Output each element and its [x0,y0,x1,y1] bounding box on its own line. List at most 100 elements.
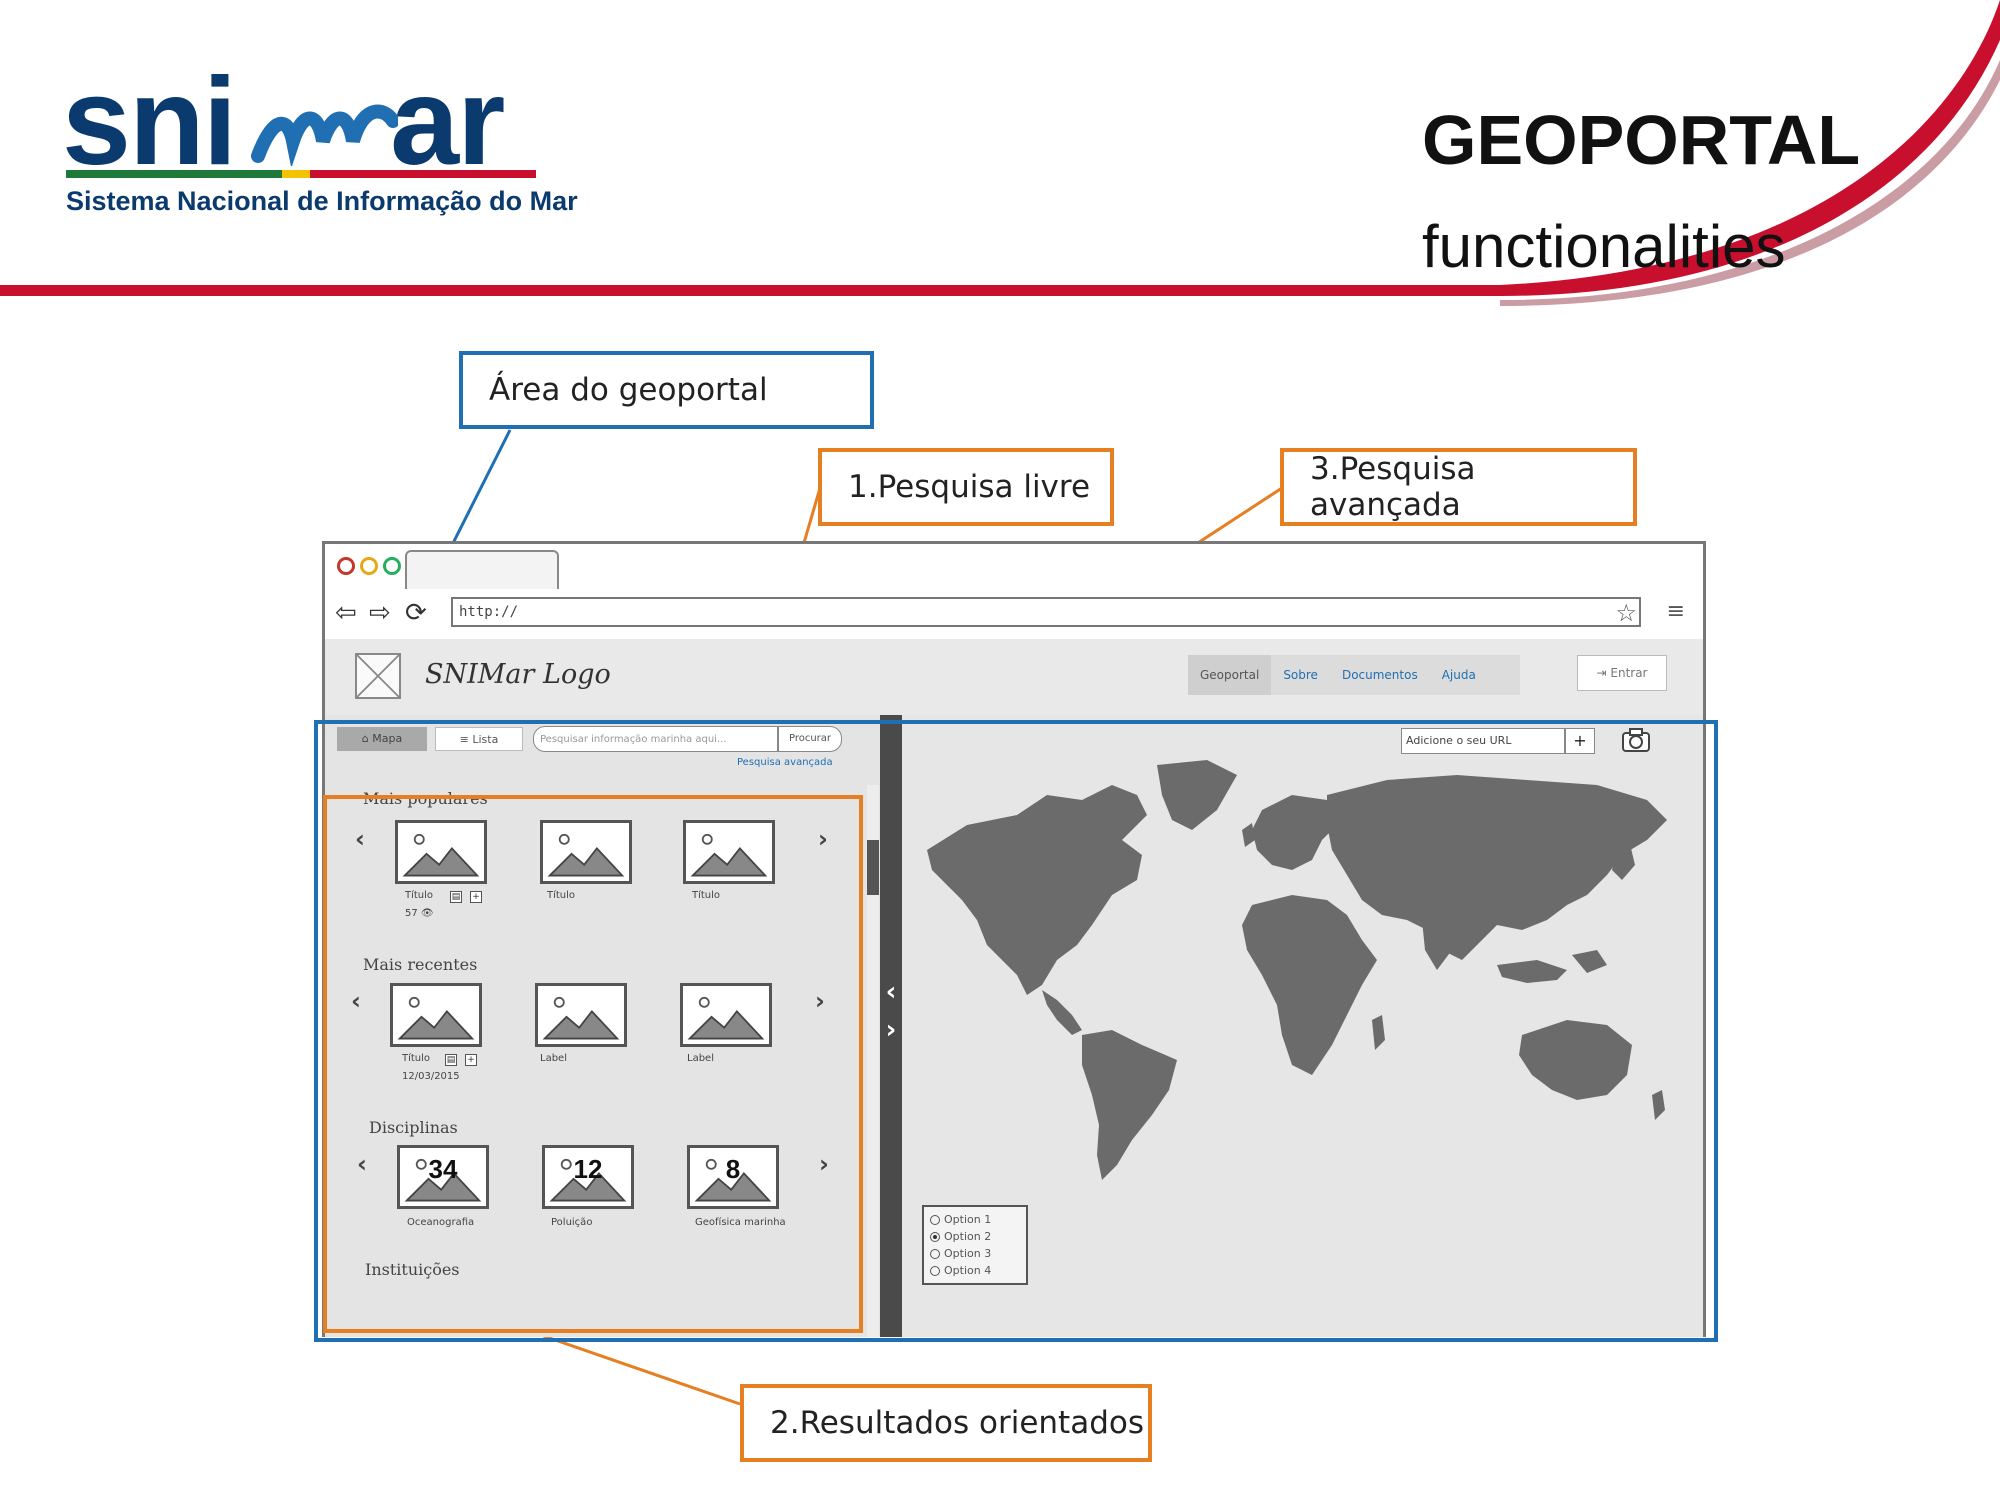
discipline-count: 12 [573,1154,603,1184]
search-input[interactable]: Pesquisar informação marinha aqui... [533,726,778,752]
reload-icon[interactable]: ⟳ [405,598,427,628]
scrollbar-thumb[interactable] [867,840,879,895]
login-button[interactable]: ⇥ Entrar [1577,655,1667,691]
image-placeholder-icon [542,996,620,1040]
popular-views-count: 57 [405,908,418,919]
radio-button[interactable] [930,1215,940,1225]
map-area[interactable]: Adicione o seu URL + [902,715,1703,1337]
section-popular-title: Mais populares [363,789,488,808]
page-title: GEOPORTAL [1422,101,1861,179]
option-label: Option 1 [944,1213,992,1226]
nav-sobre[interactable]: Sobre [1283,668,1318,682]
popular-caption-1: Título [405,890,434,901]
recent-thumb-2[interactable] [535,983,627,1047]
top-navigation: Geoportal Sobre Documentos Ajuda [1188,655,1520,695]
callout-geoportal-area: Área do geoportal [459,351,874,429]
section-recent-title: Mais recentes [363,955,478,974]
radio-button-selected[interactable] [930,1232,940,1242]
nav-geoportal[interactable]: Geoportal [1188,655,1272,695]
image-placeholder-icon [690,833,768,877]
chevron-left-icon[interactable]: ‹ [351,987,361,1015]
add-url-input[interactable]: Adicione o seu URL [1401,728,1565,754]
image-placeholder-icon [404,1158,482,1202]
discipline-thumb-1[interactable]: 34 [397,1145,489,1209]
image-placeholder-icon [549,1158,627,1202]
app-header: SNIMar Logo Geoportal Sobre Documentos A… [325,639,1703,715]
document-icon[interactable]: ▤ [450,891,462,903]
maximize-dot[interactable] [383,557,401,575]
map-view-label: Mapa [372,732,403,745]
url-bar[interactable]: http:// [451,597,1641,627]
login-label: Entrar [1610,666,1648,680]
results-panel: ⌂ Mapa ≡ Lista Pesquisar informação mari… [325,715,880,1337]
recent-caption-3: Label [687,1053,714,1064]
advanced-search-link[interactable]: Pesquisa avançada [737,757,833,768]
popular-caption-3: Título [692,890,721,901]
recent-caption-2: Label [540,1053,567,1064]
page-subtitle: functionalities [1422,213,1786,280]
image-placeholder-icon [547,833,625,877]
chevron-right-icon[interactable]: › [815,987,825,1015]
camera-icon[interactable] [1621,727,1651,753]
logo-placeholder-icon [355,653,401,699]
discipline-caption-1: Oceanografia [407,1217,475,1228]
option-label: Option 4 [944,1264,992,1277]
world-map[interactable] [907,755,1697,1185]
popular-thumb-2[interactable] [540,820,632,884]
close-dot[interactable] [337,557,355,575]
radio-button[interactable] [930,1249,940,1259]
option-row[interactable]: Option 2 [930,1228,1020,1245]
panel-splitter[interactable]: ‹ › [880,715,902,1337]
results-scrollbar[interactable] [867,785,879,1337]
callout-free-search: 1.Pesquisa livre [818,448,1114,526]
forward-arrow-icon[interactable]: ⇨ [369,598,391,628]
image-placeholder-icon [402,833,480,877]
add-icon[interactable]: + [465,1054,477,1066]
minimize-dot[interactable] [360,557,378,575]
option-row[interactable]: Option 3 [930,1245,1020,1262]
browser-tab[interactable] [405,550,559,590]
eye-icon: 👁 [420,908,434,919]
popular-views: 57 👁 [405,908,434,919]
option-row[interactable]: Option 4 [930,1262,1020,1279]
discipline-thumb-3[interactable]: 8 [687,1145,779,1209]
image-placeholder-icon [687,996,765,1040]
recent-thumb-1[interactable] [390,983,482,1047]
recent-thumb-3[interactable] [680,983,772,1047]
discipline-thumb-2[interactable]: 12 [542,1145,634,1209]
recent-date: 12/03/2015 [402,1071,460,1082]
list-view-button[interactable]: ≡ Lista [435,727,523,751]
recent-caption-1: Título [402,1053,431,1064]
chevron-left-icon[interactable]: ‹ [355,825,365,853]
expand-right-icon[interactable]: › [885,1015,897,1045]
map-view-button[interactable]: ⌂ Mapa [337,727,427,751]
browser-window: ⇦ ⇨ ⟳ http:// ☆ ≡ SNIMar Logo Geoportal … [322,541,1706,1337]
option-label: Option 3 [944,1247,992,1260]
browser-navbar: ⇦ ⇨ ⟳ http:// ☆ ≡ [325,589,1703,641]
add-icon[interactable]: + [470,891,482,903]
chevron-right-icon[interactable]: › [819,1150,829,1178]
callout-advanced-search: 3.Pesquisa avançada [1280,448,1637,526]
add-url-button[interactable]: + [1565,728,1595,754]
logo-stripes [66,170,536,178]
callout-oriented-results: 2.Resultados orientados [740,1384,1152,1462]
popular-thumb-3[interactable] [683,820,775,884]
nav-ajuda[interactable]: Ajuda [1441,668,1476,682]
radio-button[interactable] [930,1266,940,1276]
back-arrow-icon[interactable]: ⇦ [335,598,357,628]
image-placeholder-icon [694,1158,772,1202]
chevron-right-icon[interactable]: › [818,825,828,853]
bookmark-star-icon[interactable]: ☆ [1615,599,1637,627]
logo-subtitle: Sistema Nacional de Informação do Mar [66,186,578,216]
option-row[interactable]: Option 1 [930,1211,1020,1228]
chevron-left-icon[interactable]: ‹ [357,1150,367,1178]
search-button[interactable]: Procurar [778,726,842,752]
section-disciplines-title: Disciplinas [369,1118,458,1137]
menu-icon[interactable]: ≡ [1666,599,1685,624]
app-logo-text: SNIMar Logo [425,659,611,690]
document-icon[interactable]: ▤ [445,1054,457,1066]
nav-documentos[interactable]: Documentos [1341,668,1418,682]
collapse-left-icon[interactable]: ‹ [885,977,897,1007]
popular-thumb-1[interactable] [395,820,487,884]
